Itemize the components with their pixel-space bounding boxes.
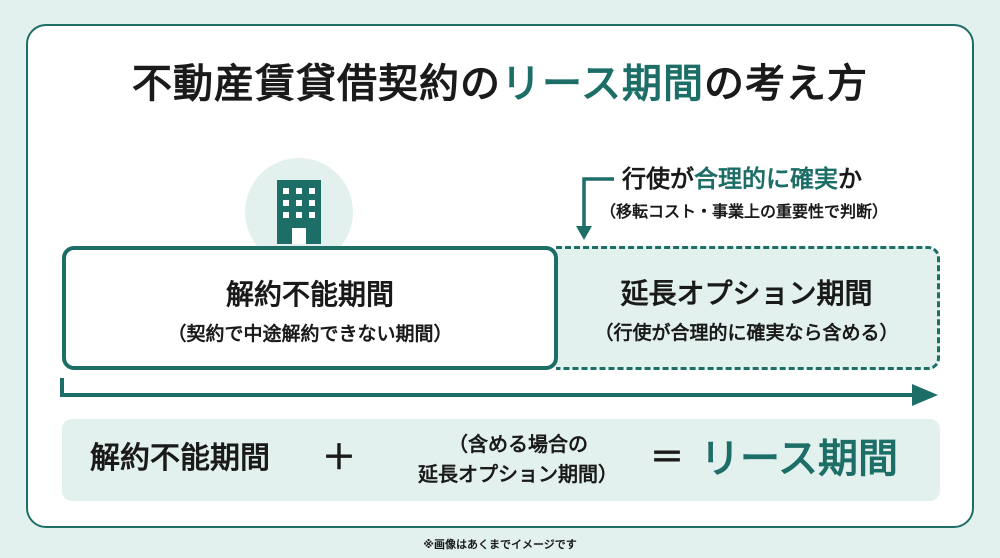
noncancellable-title: 解約不能期間 xyxy=(225,278,394,311)
noncancellable-sub: （契約で中途解約できない期間） xyxy=(167,323,453,345)
formula-term2-line1: （含める場合の xyxy=(448,432,588,456)
formula-result: リース期間 xyxy=(700,436,898,482)
exercise-accent: 合理的に確実 xyxy=(694,165,838,193)
exercise-note: 行使が合理的に確実か xyxy=(622,164,862,194)
extension-title: 延長オプション期間 xyxy=(620,277,873,310)
formula-term2: （含める場合の 延長オプション期間） xyxy=(378,429,658,489)
extension-sub: （行使が合理的に確実なら含める） xyxy=(594,322,899,344)
title-prefix: 不動産賃貸借契約の xyxy=(132,61,501,107)
formula-plus: ＋ xyxy=(322,438,356,478)
formula-term1: 解約不能期間 xyxy=(90,441,270,476)
exercise-prefix: 行使が xyxy=(622,165,694,193)
footnote: ※画像はあくまでイメージです xyxy=(423,538,577,551)
exercise-suffix: か xyxy=(838,165,862,193)
title-accent: リース期間 xyxy=(501,61,704,107)
title-suffix: の考え方 xyxy=(704,61,868,107)
noncancellable-box: 解約不能期間 （契約で中途解約できない期間） xyxy=(62,246,558,370)
extension-option-box: 延長オプション期間 （行使が合理的に確実なら含める） xyxy=(556,246,940,370)
formula-equals: ＝ xyxy=(650,438,684,478)
formula-term2-line2: 延長オプション期間） xyxy=(418,462,618,486)
formula-box: 解約不能期間 ＋ （含める場合の 延長オプション期間） ＝ リース期間 xyxy=(62,419,940,501)
page-title: 不動産賃貸借契約のリース期間の考え方 xyxy=(0,60,1000,108)
exercise-note-sub: （移転コスト・事業上の重要性で判断） xyxy=(600,202,889,221)
